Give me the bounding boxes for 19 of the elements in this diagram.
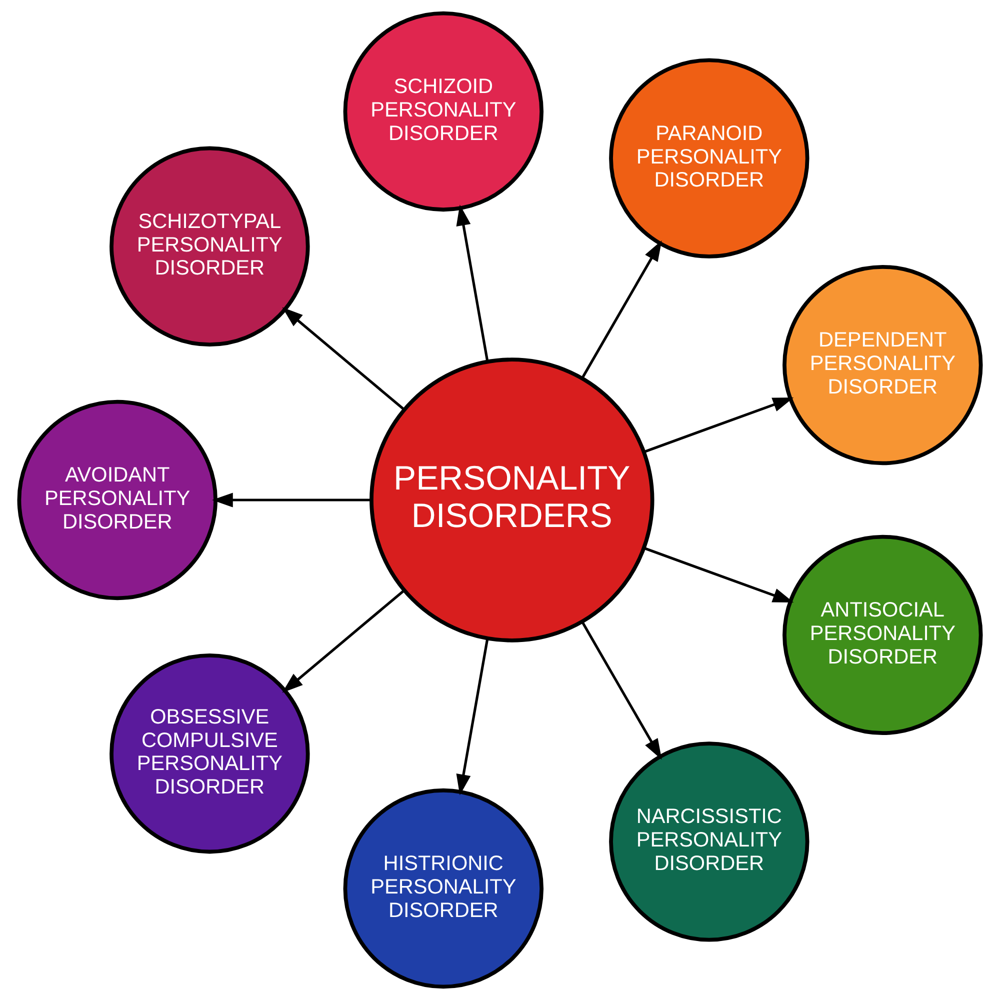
arrow [212, 492, 372, 508]
arrow [456, 204, 489, 362]
node-circle: SCHIZOID PERSONALITY DISORDER [343, 11, 544, 212]
node-circle: DEPENDENT PERSONALITY DISORDER [782, 264, 983, 466]
arrow [282, 307, 405, 410]
arrow [282, 589, 405, 693]
node-circle: OBSESSIVE COMPULSIVE PERSONALITY DISORDER [110, 654, 310, 854]
node-circle: NARCISSISTIC PERSONALITY DISORDER [609, 742, 810, 942]
node-circle: PERSONALITY DISORDERS [370, 358, 654, 642]
node-circle: AVOIDANT PERSONALITY DISORDER [17, 400, 218, 600]
arrow [456, 638, 489, 796]
arrow [581, 621, 662, 760]
arrow [644, 546, 794, 603]
node-circle: ANTISOCIAL PERSONALITY DISORDER [782, 534, 983, 736]
arrow [644, 397, 794, 454]
node-circle: HISTRIONIC PERSONALITY DISORDER [343, 788, 544, 989]
node-circle: SCHIZOTYPAL PERSONALITY DISORDER [110, 146, 310, 346]
arrow [581, 240, 662, 379]
node-circle: PARANOID PERSONALITY DISORDER [609, 58, 810, 258]
